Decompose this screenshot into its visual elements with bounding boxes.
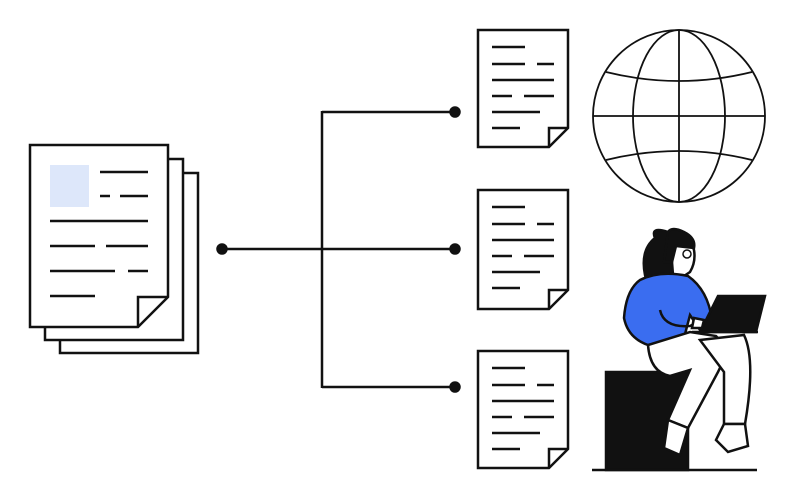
connector-lines [216, 106, 461, 393]
image-placeholder-icon [50, 165, 89, 207]
globe-icon [592, 29, 766, 203]
document-icon-bottom [476, 349, 570, 470]
document-icon-top [476, 28, 570, 149]
document-stack-icon [28, 143, 200, 355]
person-with-laptop-illustration [592, 227, 767, 472]
connector-dot-icon [449, 381, 461, 393]
connector-dot-icon [449, 243, 461, 255]
document-icon-middle [476, 188, 570, 311]
connector-dot-icon [449, 106, 461, 118]
